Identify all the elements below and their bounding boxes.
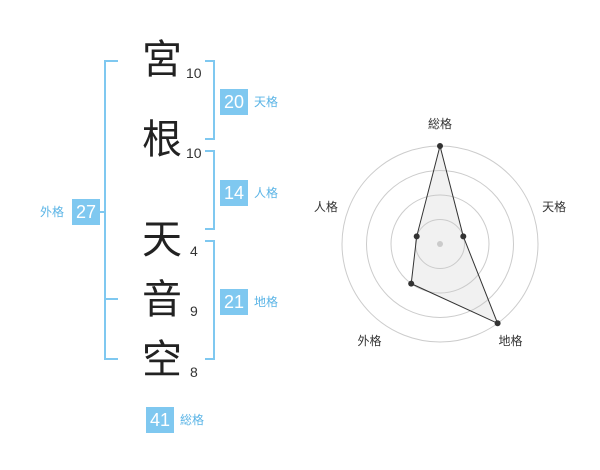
name-char-1: 宮 [142, 37, 182, 83]
radar-grid-ring [390, 194, 490, 294]
chikaku-label: 地格 [254, 295, 279, 309]
chikaku-value: 21 [220, 289, 248, 315]
radar-point [437, 143, 443, 149]
name-char-5: 空 [142, 337, 182, 383]
name-char-4: 音 [142, 277, 182, 323]
stroke-count-3: 4 [190, 243, 198, 259]
jinkaku-label: 人格 [254, 186, 279, 200]
jinkaku-value: 14 [220, 180, 248, 206]
tenkaku-bracket [205, 60, 215, 140]
radar-axis-label: 外格 [357, 333, 381, 348]
stroke-count-1: 10 [186, 65, 202, 81]
tenkaku-value: 20 [220, 89, 248, 115]
soukaku-label: 総格 [180, 413, 205, 427]
radar-point [408, 280, 415, 287]
radar-point [460, 233, 467, 240]
radar-center [437, 241, 443, 247]
radar-axis-label: 天格 [542, 199, 566, 214]
gaikaku-value: 27 [72, 199, 100, 225]
gaikaku-bracket [104, 60, 118, 360]
radar-series [408, 143, 501, 327]
radar-point [494, 320, 501, 327]
chikaku-bracket [205, 240, 215, 360]
gaikaku-split-tick [104, 298, 118, 300]
gaikaku-connector [100, 211, 106, 213]
radar-axis-label: 人格 [314, 199, 338, 214]
radar-axis-label: 地格 [499, 333, 523, 348]
radar-series-polygon [410, 145, 499, 325]
radar-axis-label: 総格 [428, 116, 452, 131]
radar-grid-ring [366, 170, 514, 318]
gaikaku-label: 外格 [40, 205, 65, 219]
name-char-3: 天 [142, 217, 182, 263]
tenkaku-label: 天格 [254, 95, 279, 109]
stroke-count-5: 8 [190, 364, 198, 380]
stroke-count-2: 10 [186, 145, 202, 161]
name-char-2: 根 [142, 117, 182, 163]
jinkaku-bracket [205, 150, 215, 230]
soukaku-value: 41 [146, 407, 174, 433]
stroke-count-4: 9 [190, 303, 198, 319]
radar-point [413, 233, 420, 240]
